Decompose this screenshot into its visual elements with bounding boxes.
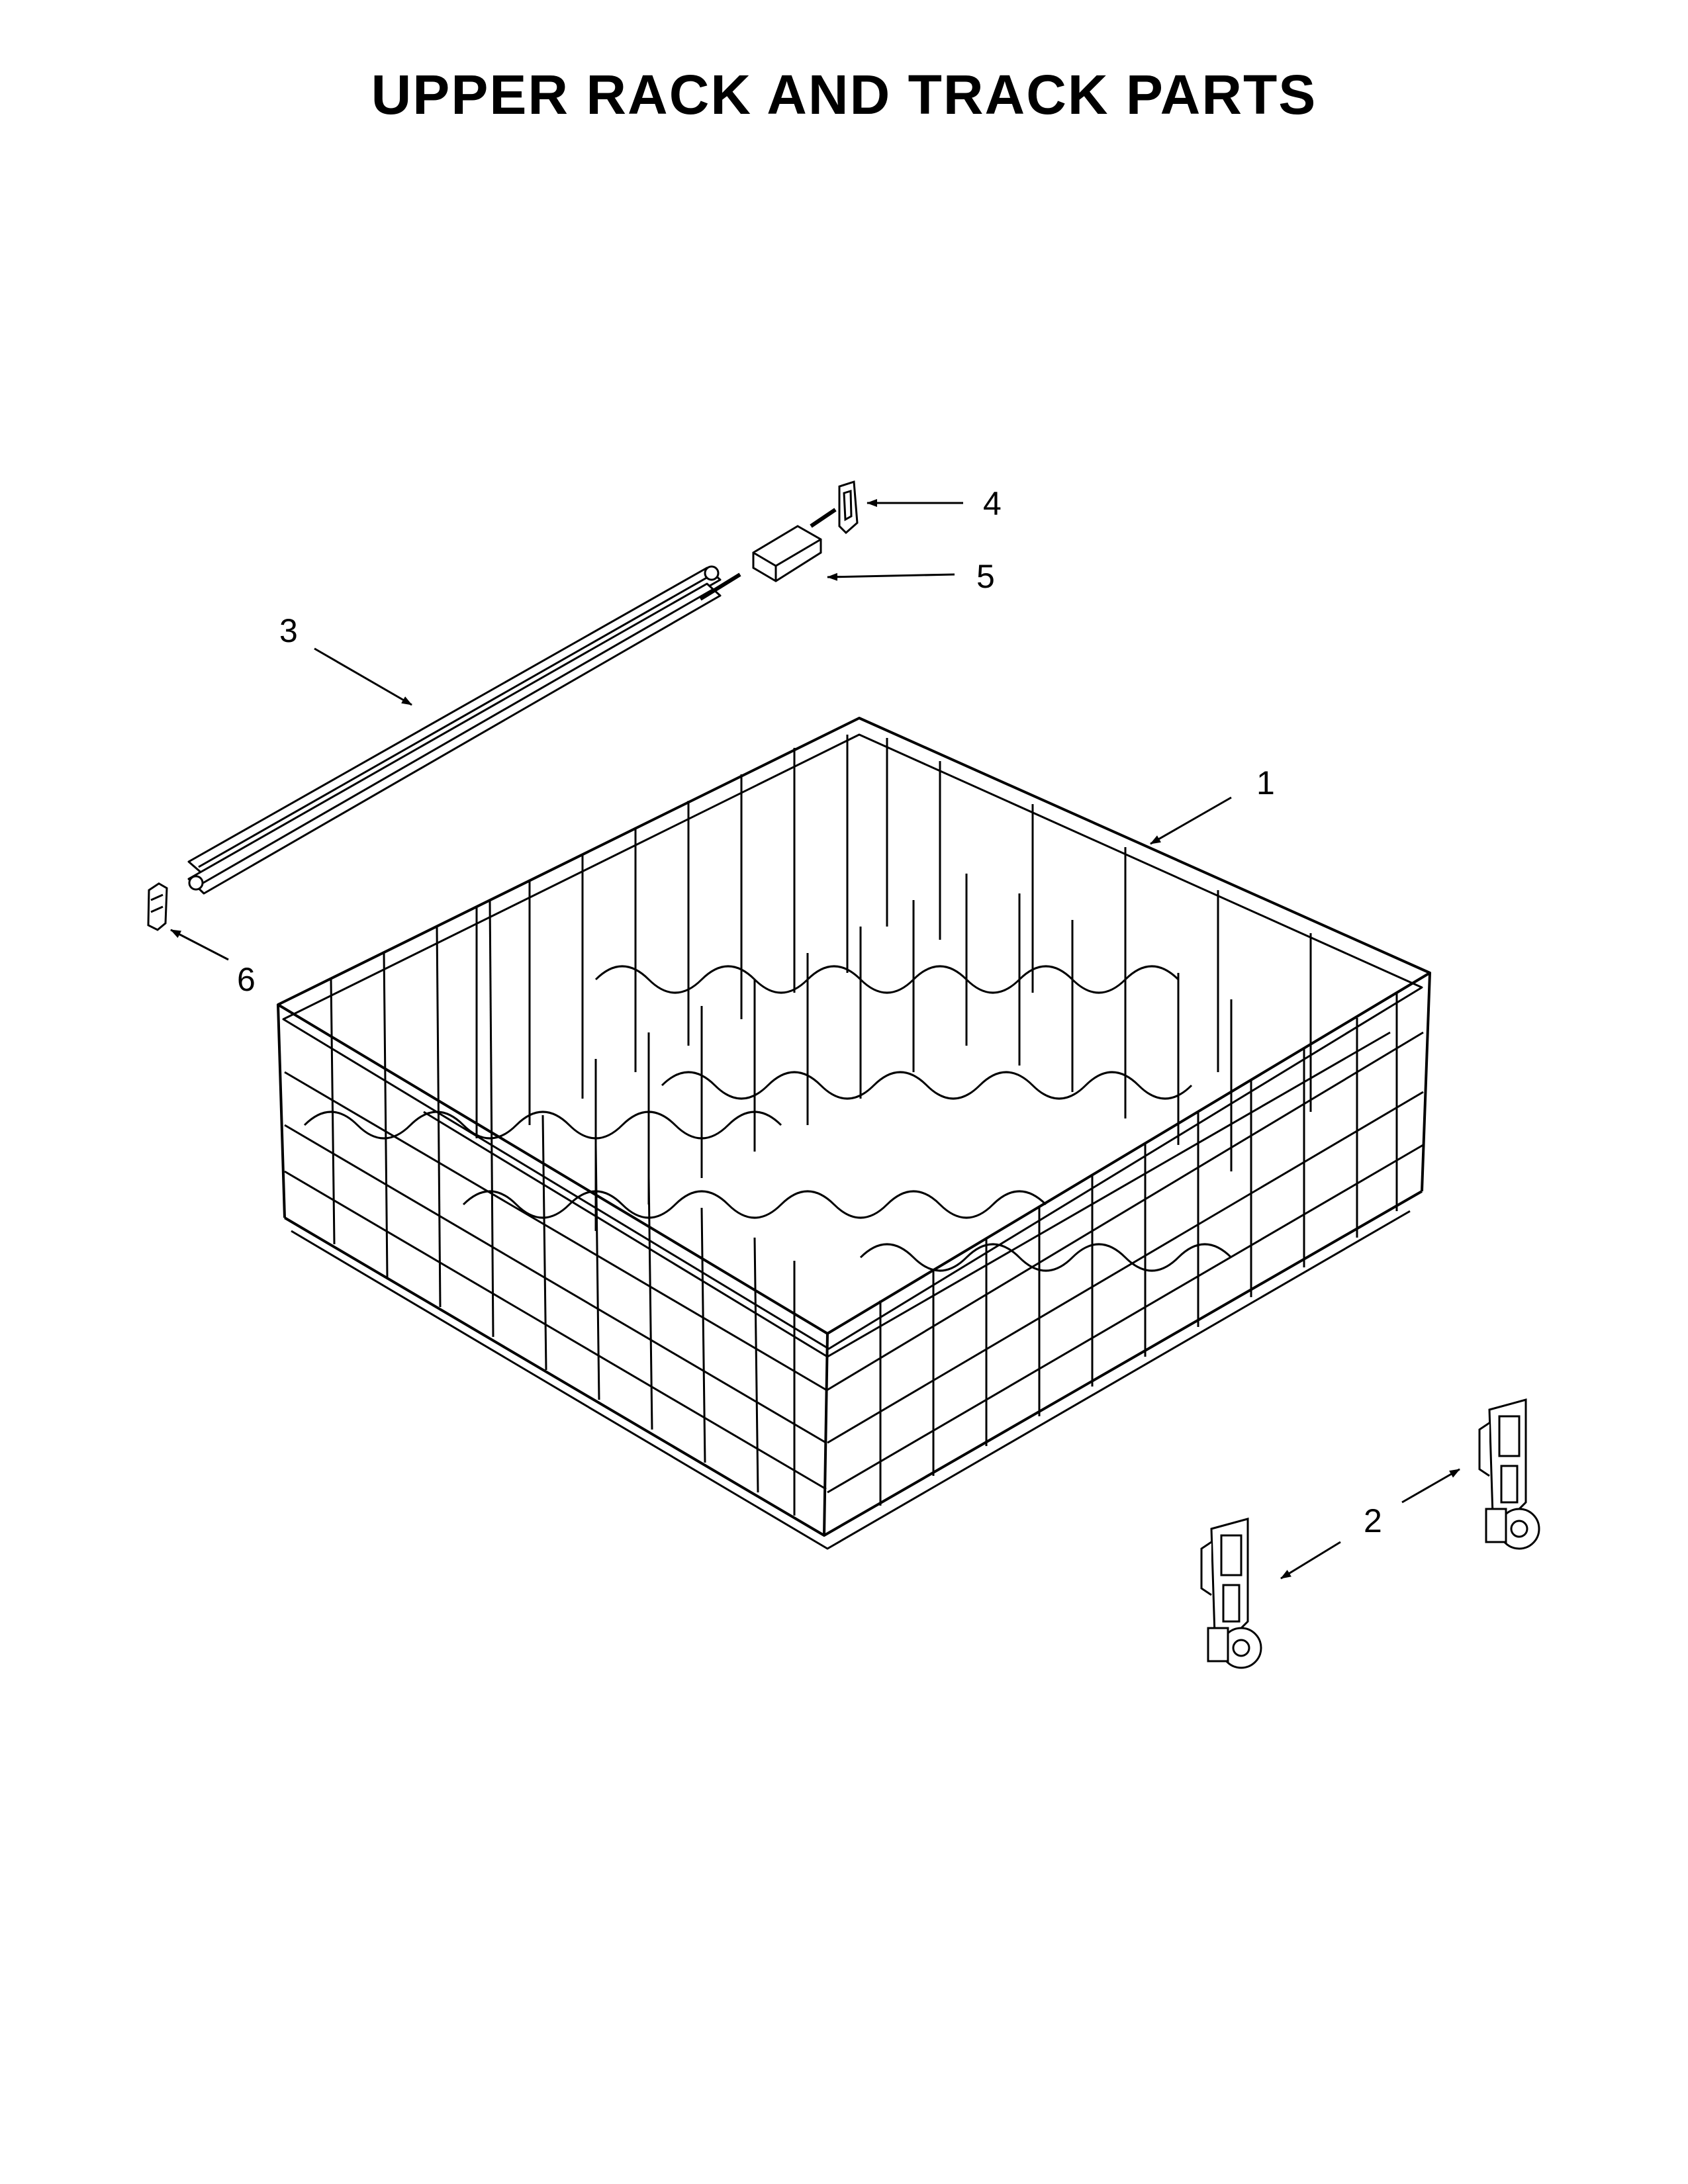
- rack-adjuster-left: [1200, 1518, 1262, 1669]
- leader-arrows: [170, 499, 1460, 1580]
- arrow-3: [314, 647, 412, 706]
- track-end-cap-part: [147, 882, 168, 931]
- rack-adjuster-right: [1478, 1398, 1540, 1550]
- callout-3: 3: [279, 612, 298, 649]
- track-rail-part: [187, 565, 722, 895]
- arrow-5: [827, 572, 955, 581]
- callout-4: 4: [983, 485, 1002, 522]
- callout-2: 2: [1364, 1502, 1382, 1539]
- callout-6: 6: [237, 961, 256, 998]
- arrow-2b: [1401, 1468, 1460, 1504]
- page-title: UPPER RACK AND TRACK PARTS: [371, 64, 1317, 126]
- track-stop-part: [699, 525, 822, 601]
- callout-1: 1: [1256, 764, 1275, 801]
- upper-rack-part: [277, 717, 1431, 1550]
- track-end-clip-part: [810, 480, 859, 535]
- arrow-1: [1150, 796, 1232, 845]
- callout-5: 5: [976, 558, 995, 595]
- arrow-2a: [1280, 1541, 1341, 1580]
- arrow-6: [170, 929, 229, 961]
